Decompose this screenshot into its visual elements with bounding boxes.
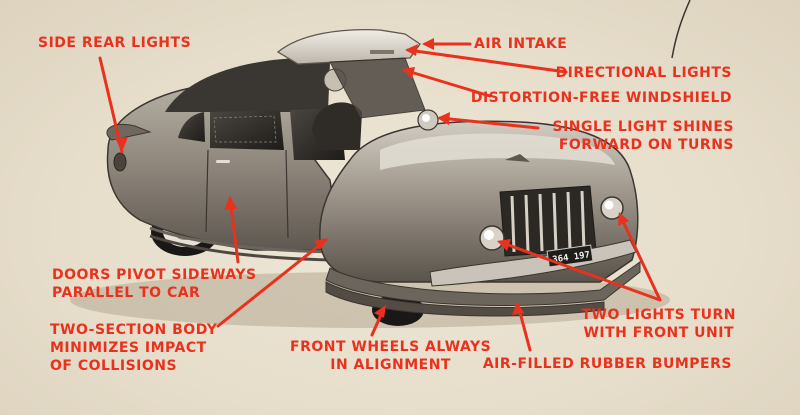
label-line-1: TWO LIGHTS TURN	[581, 307, 736, 323]
label-line-2: MINIMIZES IMPACT	[50, 340, 207, 356]
arrow-side-rear-lights	[98, 56, 124, 154]
window-curtain	[213, 115, 277, 143]
label-line-2: IN ALIGNMENT	[330, 357, 451, 373]
label-text: AIR INTAKE	[474, 36, 568, 52]
arrow-directional-lights	[406, 48, 568, 74]
label-text: DISTORTION-FREE WINDSHIELD	[470, 90, 732, 106]
label-two-section-body: TWO-SECTION BODY MINIMIZES IMPACT OF COL…	[50, 321, 217, 375]
rub-rail-2	[149, 234, 331, 262]
left-headlight-glint	[484, 230, 494, 240]
label-line-2: FORWARD ON TURNS	[558, 137, 734, 153]
rear-quarter-window	[178, 112, 205, 142]
label-text: DIRECTIONAL LIGHTS	[555, 65, 732, 81]
door-seam	[205, 149, 209, 233]
label-doors-pivot: DOORS PIVOT SIDEWAYS PARALLEL TO CAR	[52, 266, 257, 302]
arrow-single-light	[438, 116, 540, 130]
arrow-two-section	[216, 238, 328, 328]
label-front-wheels: FRONT WHEELS ALWAYS IN ALIGNMENT	[290, 338, 491, 374]
label-single-light: SINGLE LIGHT SHINES FORWARD ON TURNS	[553, 118, 735, 154]
door-handle	[216, 160, 230, 163]
label-line-1: DOORS PIVOT SIDEWAYS	[52, 267, 257, 283]
label-side-rear-lights: SIDE REAR LIGHTS	[38, 34, 191, 52]
label-air-filled-bumpers: AIR-FILLED RUBBER BUMPERS	[483, 355, 732, 373]
side-rear-light-lamp	[113, 152, 127, 172]
door-seam-2	[285, 149, 289, 239]
label-line-1: TWO-SECTION BODY	[50, 322, 218, 338]
label-line-3: OF COLLISIONS	[50, 358, 178, 374]
decorative-line	[671, 0, 691, 59]
label-line-2: WITH FRONT UNIT	[583, 325, 734, 341]
label-line-1: FRONT WHEELS ALWAYS	[290, 339, 492, 355]
label-line-2: PARALLEL TO CAR	[52, 285, 201, 301]
single-top-light-glint	[422, 114, 430, 122]
hood-highlight	[380, 133, 615, 170]
roof	[165, 58, 330, 112]
label-text: AIR-FILLED RUBBER BUMPERS	[482, 356, 732, 372]
canopy-badge	[370, 50, 394, 54]
label-air-intake: AIR INTAKE	[474, 35, 567, 53]
rub-rail	[149, 226, 331, 254]
air-intake-canopy	[276, 29, 421, 65]
label-two-lights-turn: TWO LIGHTS TURN WITH FRONT UNIT	[581, 306, 736, 342]
label-text: SIDE REAR LIGHTS	[38, 35, 192, 51]
rear-door-window	[210, 110, 284, 150]
arrow-two-lights-b	[618, 213, 662, 302]
right-headlight-glint	[604, 200, 614, 210]
label-line-1: SINGLE LIGHT SHINES	[552, 119, 734, 135]
driver-body	[312, 102, 362, 150]
rubber-bumper-lower	[325, 281, 605, 317]
arrow-heads	[115, 38, 629, 318]
hood-ornament	[505, 154, 530, 162]
label-distortion-free-windshield: DISTORTION-FREE WINDSHIELD	[471, 89, 732, 107]
grille-bars	[510, 190, 586, 253]
arrow-two-lights-a	[498, 240, 662, 302]
label-directional-lights: DIRECTIONAL LIGHTS	[556, 64, 732, 82]
arrow-windshield	[402, 68, 492, 98]
rubber-bumper-upper	[325, 261, 641, 306]
